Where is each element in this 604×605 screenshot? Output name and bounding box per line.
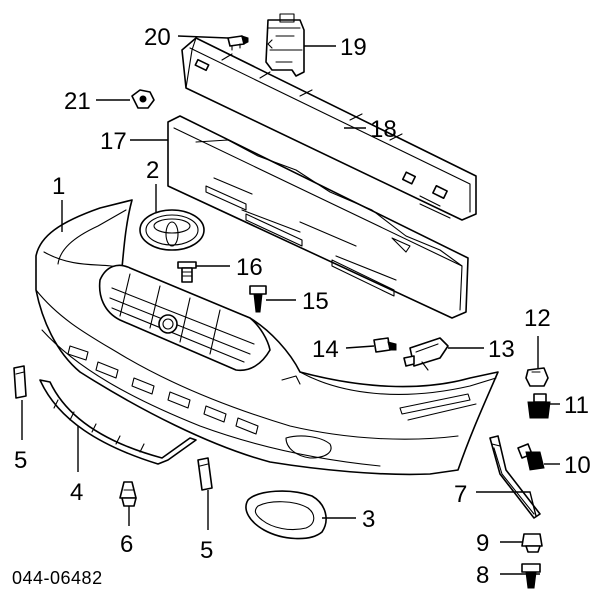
- callout-18: 18: [370, 116, 397, 143]
- callout-2: 2: [146, 157, 159, 184]
- part-9-clip: [521, 533, 543, 553]
- callout-3: 3: [362, 506, 375, 533]
- callout-11: 11: [564, 392, 589, 419]
- part-1-bumper-cover: [35, 199, 499, 476]
- part-7-bracket: [489, 435, 541, 519]
- callout-8: 8: [476, 562, 489, 589]
- part-14-clip: [373, 337, 397, 353]
- callout-20: 20: [144, 24, 171, 51]
- part-16-clip: [177, 261, 197, 283]
- part-3-fog-cover: [245, 490, 327, 540]
- callout-5-right: 5: [200, 537, 213, 564]
- callout-9: 9: [476, 530, 489, 557]
- leader-7: [476, 491, 537, 517]
- part-2-emblem: [139, 209, 205, 251]
- part-21-nut: [131, 89, 155, 109]
- callout-12: 12: [524, 305, 551, 332]
- callout-15: 15: [302, 288, 329, 315]
- leader-14: [345, 345, 375, 349]
- part-11-bolt: [527, 393, 551, 419]
- callout-labels: 1 2 3 4 5 5 6 7 8 9 10 11 12 13 14 15 16…: [14, 24, 591, 589]
- part-20-clip: [227, 35, 249, 51]
- callout-19: 19: [340, 34, 367, 61]
- part-5-seal-left: [13, 365, 27, 399]
- part-13-bracket: [403, 337, 449, 371]
- part-4-lower-strip: [39, 379, 197, 465]
- callout-14: 14: [312, 336, 339, 363]
- callout-10: 10: [564, 452, 591, 479]
- callout-1: 1: [52, 173, 65, 200]
- part-6-clip: [119, 481, 137, 507]
- callout-21: 21: [64, 88, 91, 115]
- diagram-code: 044-06482: [12, 568, 103, 588]
- callout-6: 6: [120, 531, 133, 558]
- part-5-seal-right: [197, 457, 213, 491]
- part-8-screw: [521, 563, 541, 589]
- part-15-screw: [249, 285, 267, 313]
- part-17-energy-absorber: [167, 115, 469, 319]
- callout-7: 7: [454, 481, 467, 508]
- part-10-bolt: [517, 443, 545, 471]
- callout-13: 13: [488, 336, 515, 363]
- part-12-nut: [525, 367, 549, 387]
- part-19-bracket: [265, 13, 305, 77]
- part-18-bumper-reinforcement: [181, 37, 477, 221]
- callout-4: 4: [70, 479, 83, 506]
- leader-lines: [21, 35, 560, 575]
- callout-5-left: 5: [14, 447, 27, 474]
- callout-17: 17: [100, 128, 127, 155]
- callout-16: 16: [236, 254, 263, 281]
- leader-20: [177, 35, 229, 39]
